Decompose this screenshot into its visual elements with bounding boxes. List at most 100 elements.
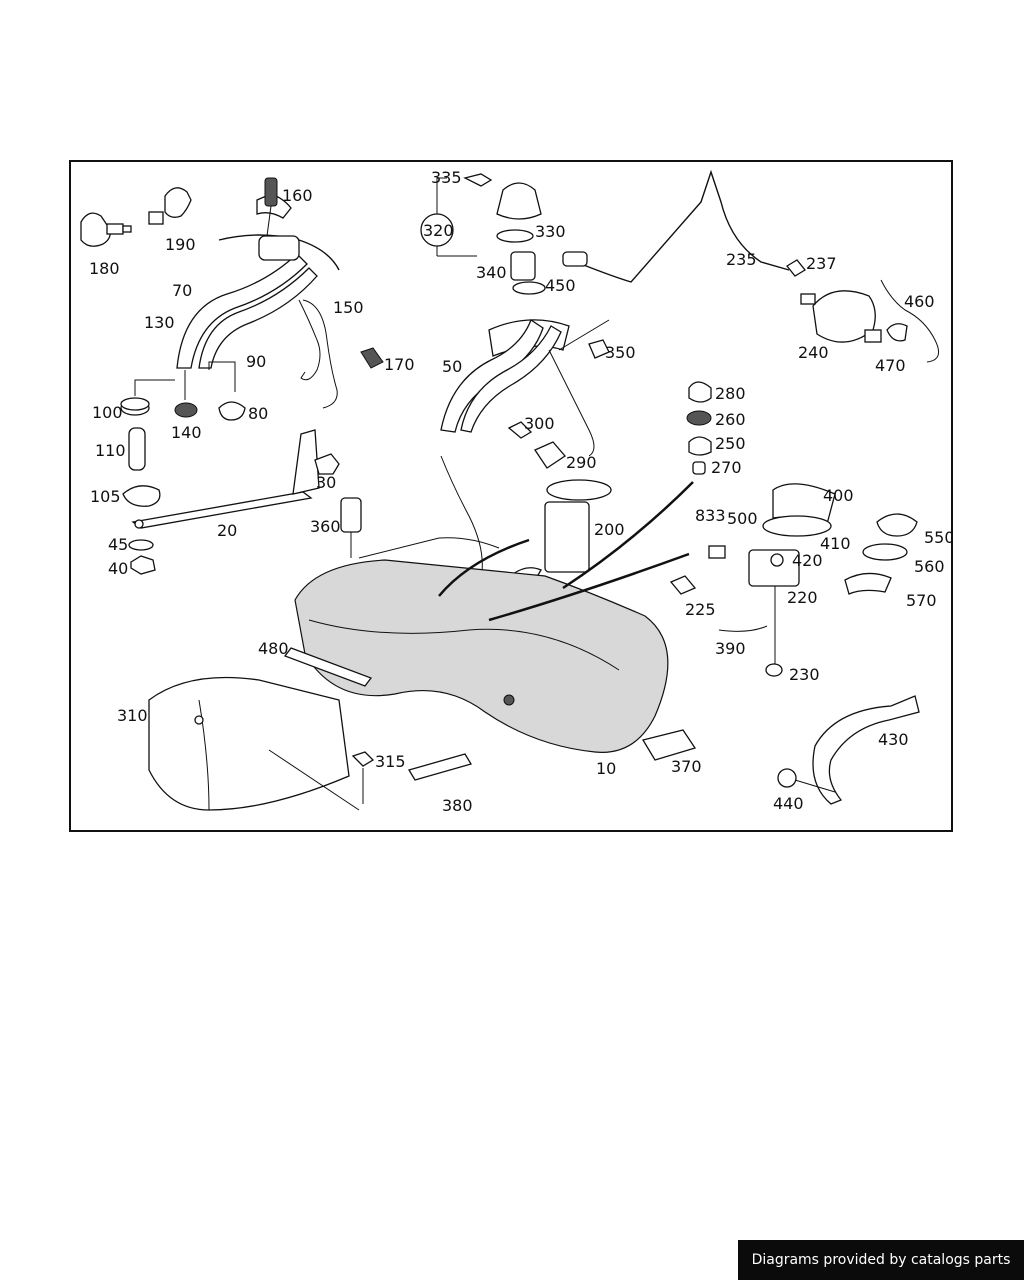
sleeve-270 bbox=[692, 461, 706, 475]
label-480: 480 bbox=[258, 639, 289, 658]
cap-280 bbox=[688, 381, 712, 403]
label-100: 100 bbox=[92, 403, 123, 422]
parts-diagram: 10 20 30 40 45 50 70 80 90 100 105 105 1… bbox=[80, 168, 953, 815]
label-350: 350 bbox=[605, 343, 636, 362]
sensor-225 bbox=[669, 575, 697, 595]
fuel-tank-10 bbox=[294, 559, 669, 753]
nut-30 bbox=[314, 453, 340, 475]
label-470: 470 bbox=[875, 356, 906, 375]
fuel-line bbox=[358, 537, 500, 559]
nut-40 bbox=[130, 555, 156, 575]
label-360: 360 bbox=[310, 517, 341, 536]
filter-240 bbox=[800, 290, 882, 343]
label-237: 237 bbox=[806, 254, 837, 273]
float-230 bbox=[765, 663, 783, 677]
label-circle-320 bbox=[420, 213, 454, 247]
seal-560 bbox=[862, 543, 908, 561]
label-410: 410 bbox=[820, 534, 851, 553]
cap-group-320 bbox=[436, 173, 546, 295]
diagram-frame bbox=[69, 160, 953, 832]
label-30: 30 bbox=[316, 473, 336, 492]
bolt-360 bbox=[340, 497, 362, 558]
ring-550 bbox=[876, 513, 918, 537]
label-450: 450 bbox=[545, 276, 576, 295]
fuel-pump-200 bbox=[512, 479, 612, 581]
label-160: 160 bbox=[282, 186, 313, 205]
label-315: 315 bbox=[375, 752, 406, 771]
hose-150 bbox=[302, 299, 338, 409]
label-45: 45 bbox=[108, 535, 128, 554]
plate-370 bbox=[641, 729, 697, 761]
label-300: 300 bbox=[524, 414, 555, 433]
label-340: 340 bbox=[476, 263, 507, 282]
pad-380 bbox=[408, 753, 472, 781]
label-280: 280 bbox=[715, 384, 746, 403]
label-130: 130 bbox=[144, 313, 175, 332]
part-170 bbox=[360, 347, 384, 369]
clamp-80 bbox=[218, 401, 246, 421]
bolt-315 bbox=[268, 749, 375, 811]
label-440: 440 bbox=[773, 794, 804, 813]
vent-line bbox=[440, 455, 483, 587]
clamp-237 bbox=[786, 259, 806, 277]
label-225: 225 bbox=[685, 600, 716, 619]
connector-290 bbox=[534, 441, 566, 469]
clamp-100 bbox=[120, 397, 150, 416]
label-460: 460 bbox=[904, 292, 935, 311]
label-430: 430 bbox=[878, 730, 909, 749]
label-50: 50 bbox=[442, 357, 462, 376]
filler-neck-50 bbox=[440, 319, 610, 457]
valve-350 bbox=[588, 339, 610, 359]
label-570: 570 bbox=[906, 591, 937, 610]
label-70: 70 bbox=[172, 281, 192, 300]
sensor-300 bbox=[507, 421, 533, 439]
heat-shield-310 bbox=[148, 676, 350, 811]
filler-neck-160 bbox=[258, 177, 300, 261]
label-320: 320 bbox=[423, 221, 454, 240]
credit-badge: Diagrams provided by catalogs parts bbox=[738, 1240, 1024, 1280]
connector-500 bbox=[708, 545, 726, 559]
tube-110 bbox=[128, 427, 146, 471]
clamp-140 bbox=[174, 402, 198, 418]
label-170: 170 bbox=[384, 355, 415, 374]
grommet-250 bbox=[688, 436, 712, 456]
sender-unit-220 bbox=[748, 549, 800, 676]
label-140: 140 bbox=[171, 423, 202, 442]
label-220: 220 bbox=[787, 588, 818, 607]
label-10: 10 bbox=[596, 759, 616, 778]
bracket-570 bbox=[844, 572, 892, 595]
label-550: 550 bbox=[924, 528, 953, 547]
leader-lines-left bbox=[134, 361, 236, 400]
label-180: 180 bbox=[89, 259, 120, 278]
label-560: 560 bbox=[914, 557, 945, 576]
filler-pipe-235 bbox=[562, 169, 790, 283]
label-150: 150 bbox=[333, 298, 364, 317]
wire-390 bbox=[718, 625, 768, 632]
clip-180 bbox=[80, 212, 132, 247]
seal-410 bbox=[762, 515, 832, 537]
label-500: 500 bbox=[727, 509, 758, 528]
label-833: 833 bbox=[695, 506, 726, 525]
washer-45 bbox=[128, 539, 154, 551]
label-200: 200 bbox=[594, 520, 625, 539]
hose-460 bbox=[880, 279, 940, 363]
label-240: 240 bbox=[798, 343, 829, 362]
label-110: 110 bbox=[95, 441, 126, 460]
clamp-470 bbox=[886, 323, 908, 342]
arrow-2 bbox=[562, 481, 694, 590]
label-40: 40 bbox=[108, 559, 128, 578]
label-105-text: 105 bbox=[90, 487, 121, 506]
label-230: 230 bbox=[789, 665, 820, 684]
label-310: 310 bbox=[117, 706, 148, 725]
strap-430 bbox=[812, 695, 920, 805]
label-250: 250 bbox=[715, 434, 746, 453]
label-380: 380 bbox=[442, 796, 473, 815]
clamp-105 bbox=[122, 485, 161, 507]
label-370: 370 bbox=[671, 757, 702, 776]
label-235: 235 bbox=[726, 250, 757, 269]
bolt-440 bbox=[777, 768, 836, 793]
strip-480 bbox=[283, 647, 373, 687]
arrow-1 bbox=[438, 538, 530, 597]
washer-260 bbox=[686, 410, 712, 426]
label-80: 80 bbox=[248, 404, 268, 423]
